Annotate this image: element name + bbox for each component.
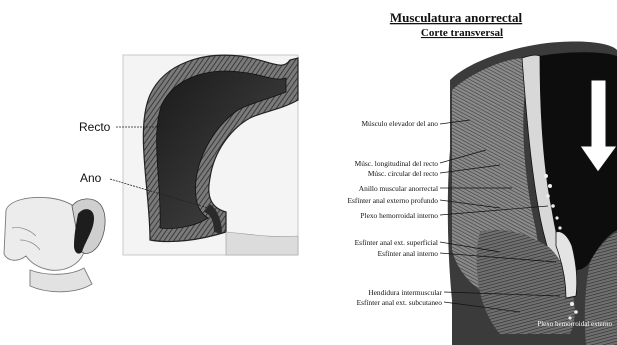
panel-title: Musculatura anorrectal bbox=[390, 10, 523, 25]
label-intermuscular-groove: Hendidura intermuscular bbox=[368, 288, 442, 297]
label-anorectal-ring: Anillo muscular anorrectal bbox=[359, 184, 438, 193]
anorectal-musculature-figure: Musculatura anorrectal Corte transversal bbox=[347, 10, 617, 345]
label-deep-external-sphincter: Esfínter anal externo profundo bbox=[347, 196, 438, 205]
body-outline bbox=[4, 198, 105, 292]
label-anus: Ano bbox=[80, 171, 102, 185]
panel-subtitle: Corte transversal bbox=[421, 27, 503, 39]
label-superficial-external-sphincter: Esfínter anal ext. superficial bbox=[355, 238, 438, 247]
label-rectum: Recto bbox=[79, 120, 111, 134]
label-internal-hemorrhoidal-plexus: Plexo hemorroidal interno bbox=[360, 211, 438, 220]
label-external-hemorrhoidal-plexus: Plexo hemorroidal externo bbox=[537, 320, 612, 328]
rectum-anus-illustration: Recto Ano bbox=[4, 55, 298, 292]
label-internal-sphincter: Esfínter anal interno bbox=[378, 249, 439, 258]
label-subcutaneous-external-sphincter: Esfínter anal ext. subcutaneo bbox=[357, 298, 443, 307]
label-levator-ani: Músculo elevador del ano bbox=[361, 119, 438, 128]
label-longitudinal-muscle: Músc. longitudinal del recto bbox=[355, 159, 439, 168]
label-circular-muscle: Músc. circular del recto bbox=[368, 169, 438, 178]
